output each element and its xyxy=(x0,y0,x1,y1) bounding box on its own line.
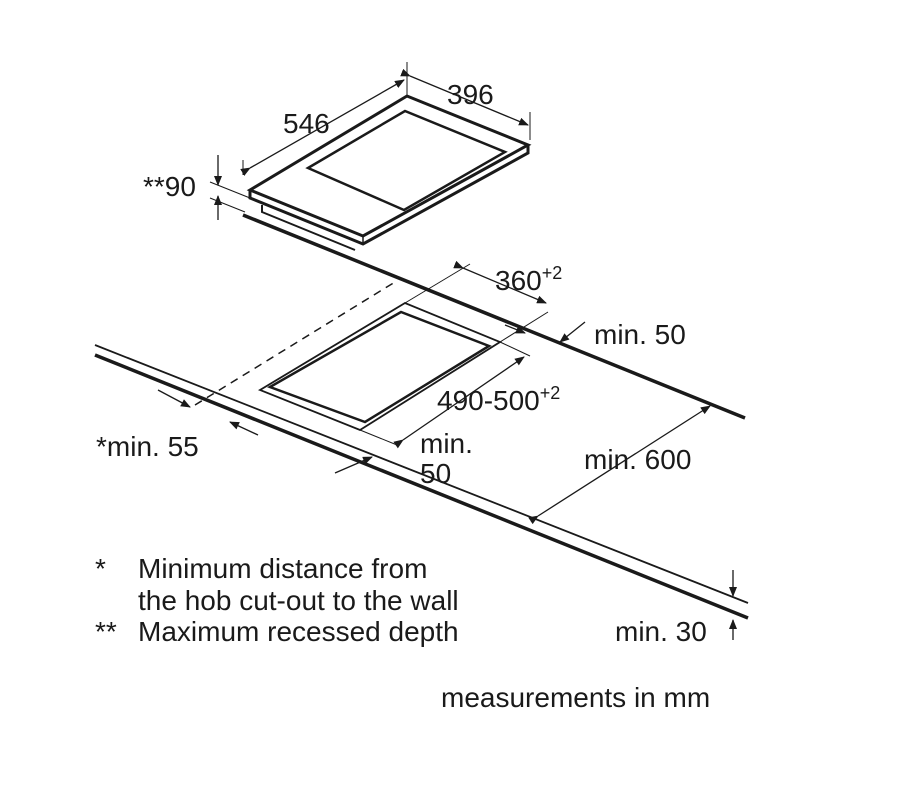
label-cutout-width: 490-500+2 xyxy=(437,383,560,416)
label-rear-clearance: min. 50 xyxy=(594,319,686,350)
units-note: measurements in mm xyxy=(441,682,710,713)
label-hob-width: 546 xyxy=(283,108,330,139)
label-cutout-depth: 360+2 xyxy=(495,263,562,296)
worktop-rear-edge xyxy=(242,213,746,420)
dim-360-line xyxy=(453,260,547,304)
cutout-inner xyxy=(267,310,492,424)
footnote-2-line1: Maximum recessed depth xyxy=(138,616,459,647)
label-recess-depth: **90 xyxy=(143,171,196,202)
worktop-front-edge-bottom xyxy=(94,353,749,620)
dim-rear-50-arrow2 xyxy=(559,321,586,343)
label-worktop-depth: min. 600 xyxy=(584,444,691,475)
wall-reference-dashed xyxy=(194,281,396,406)
label-wall-clearance: *min. 55 xyxy=(96,431,199,462)
dim-600-line xyxy=(528,405,711,525)
dim-396-line xyxy=(400,68,529,126)
hob-cooking-zone xyxy=(305,109,508,212)
dim-55-arrow2 xyxy=(229,421,259,436)
hob-body-front xyxy=(248,145,530,246)
dim-rear-50-arrow1 xyxy=(504,324,526,334)
dim-55-arrow1 xyxy=(157,389,191,408)
footnote-1-line1: Minimum distance from xyxy=(138,553,427,584)
footnote-2-marker: ** xyxy=(95,616,117,647)
footnote-1-line2: the hob cut-out to the wall xyxy=(138,585,459,616)
dim-490-line xyxy=(393,356,525,449)
dim-546-line xyxy=(240,79,405,176)
label-front-clearance-2: 50 xyxy=(420,458,451,489)
label-hob-depth: 396 xyxy=(447,79,494,110)
label-front-clearance-1: min. xyxy=(420,428,473,459)
label-worktop-thickness: min. 30 xyxy=(615,616,707,647)
footnote-1-marker: * xyxy=(95,553,106,584)
hob-base xyxy=(261,205,356,251)
dim-front-50-arrow xyxy=(334,456,373,474)
worktop-front-edge-top xyxy=(94,344,749,604)
